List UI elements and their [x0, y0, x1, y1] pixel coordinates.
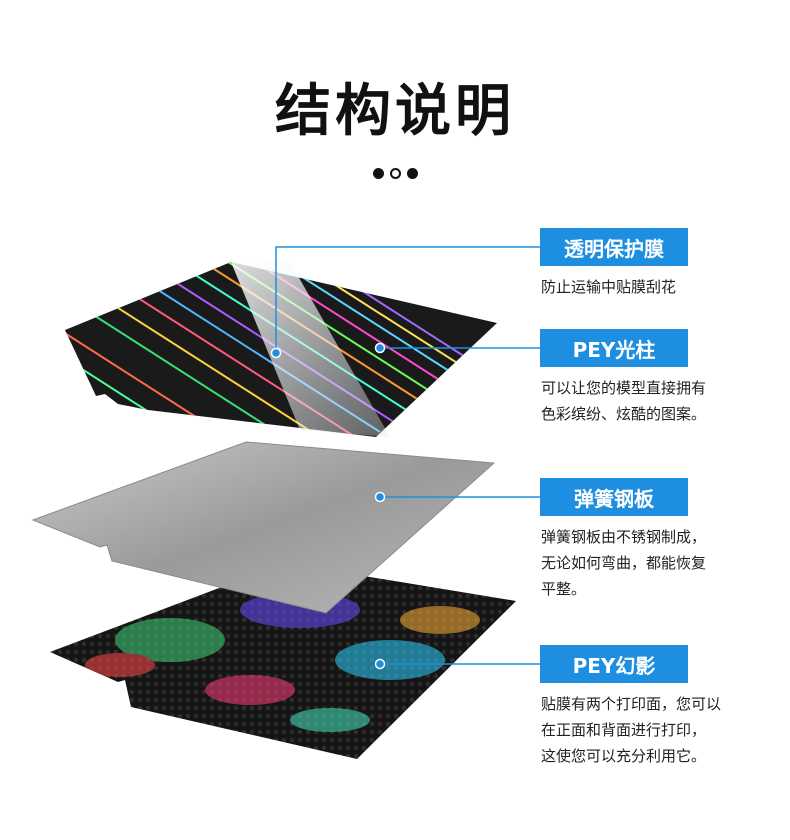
desc-protective-film: 防止运输中贴膜刮花	[541, 278, 677, 296]
label-protective-film: 透明保护膜	[540, 228, 688, 266]
desc-spring-steel: 弹簧钢板由不锈钢制成， 无论如何弯曲，都能恢复 平整。	[541, 528, 707, 598]
label-pey-pillar: PEY光柱	[540, 329, 688, 367]
dot-open	[389, 168, 401, 179]
label-pey-phantom: PEY幻影	[540, 645, 688, 683]
desc-pey-pillar: 可以让您的模型直接拥有 色彩缤纷、炫酷的图案。	[541, 379, 707, 423]
dot-filled	[406, 168, 418, 179]
page-title: 结构说明	[275, 79, 515, 144]
pagination-dots	[0, 164, 790, 183]
pey-phantom-sheet	[50, 563, 516, 759]
pey-pillar-sheet	[65, 262, 497, 437]
protective-film-peel	[231, 262, 390, 437]
spring-steel-sheet	[31, 441, 496, 614]
desc-pey-phantom: 贴膜有两个打印面，您可以 在正面和背面进行打印， 这使您可以充分利用它。	[541, 695, 722, 765]
callout-lines	[275, 246, 540, 665]
label-spring-steel: 弹簧钢板	[540, 478, 688, 516]
callout-points	[270, 342, 386, 670]
dot-filled	[372, 168, 384, 179]
